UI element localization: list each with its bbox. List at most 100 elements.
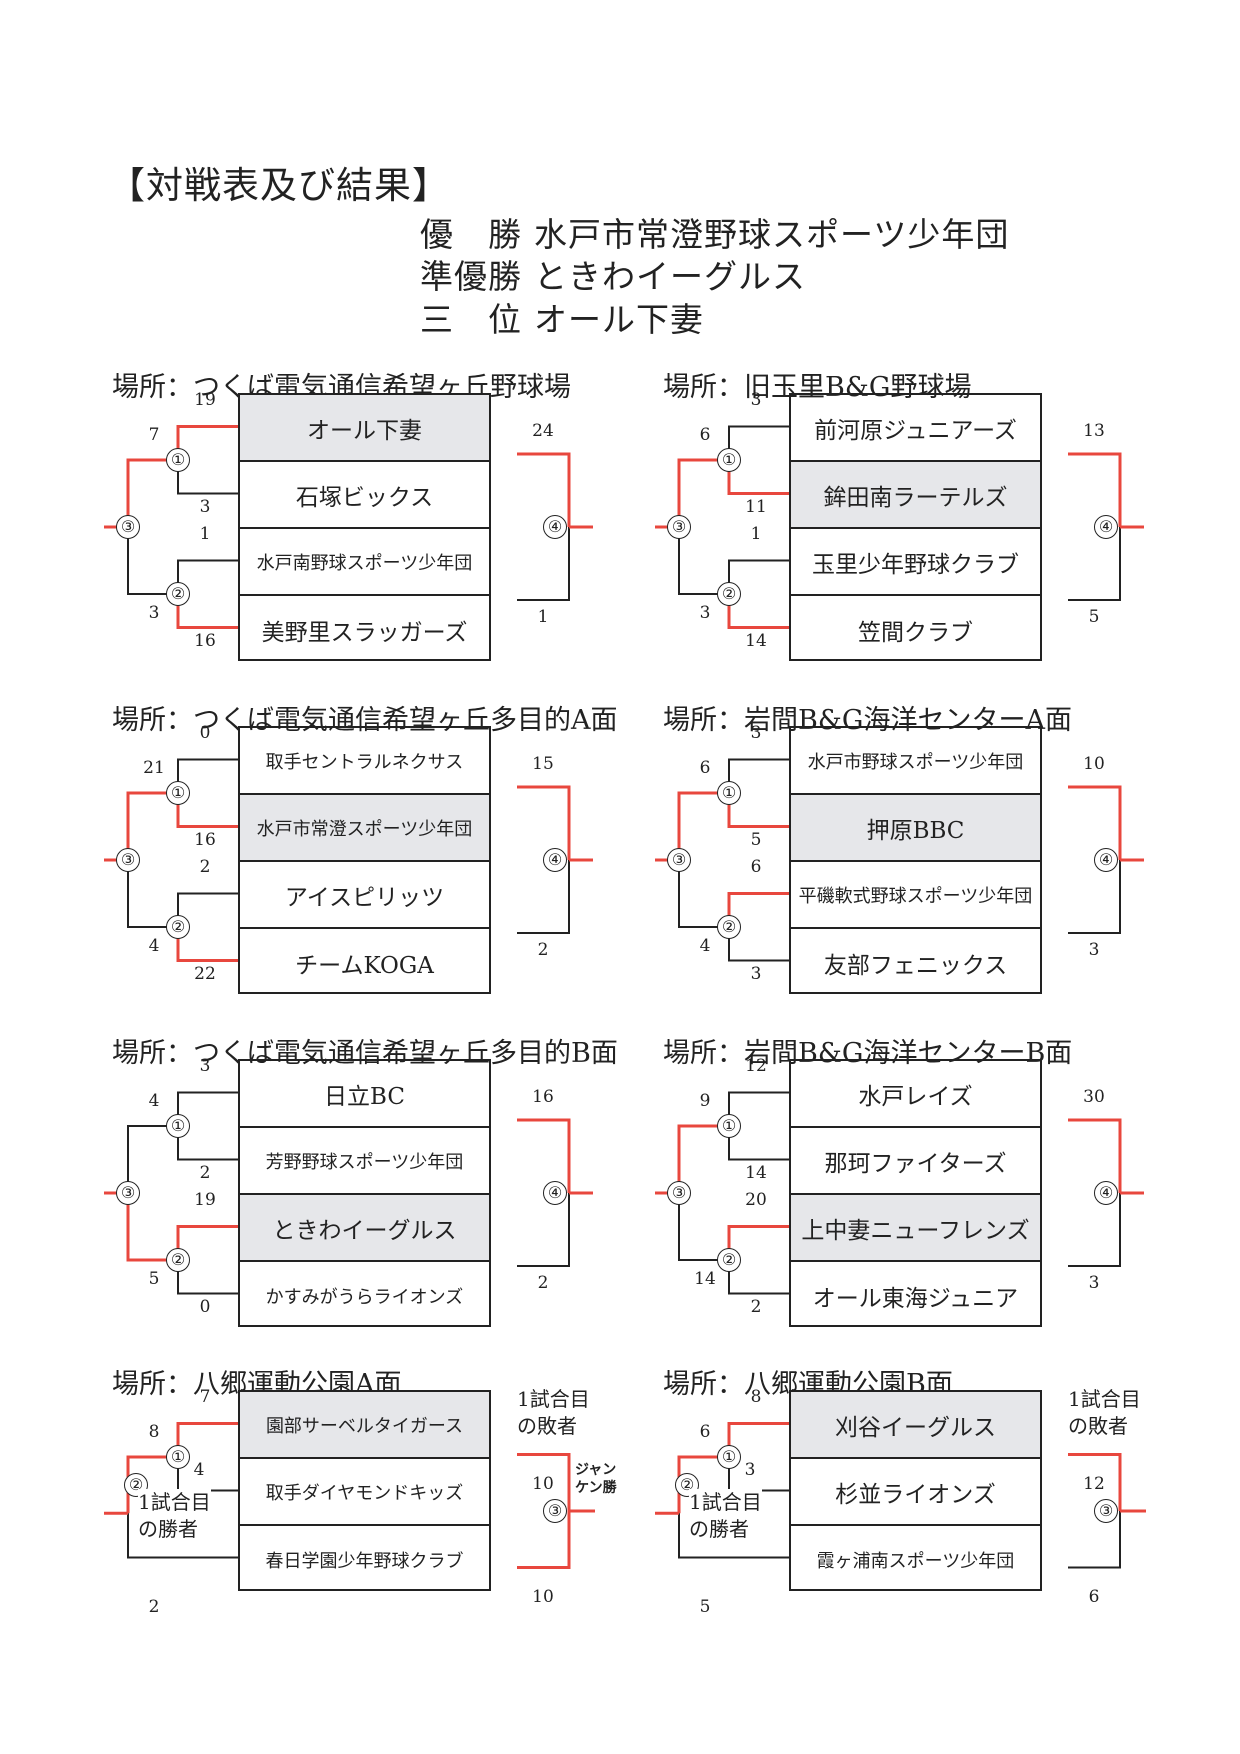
match2-number: ②	[166, 915, 190, 939]
score-label: 1	[537, 607, 549, 627]
score-label: 4	[699, 936, 711, 956]
result-third: 三 位オール下妻	[420, 293, 704, 341]
team-name: 鉾田南ラーテルズ	[791, 462, 1040, 529]
score-label: 5	[148, 1269, 160, 1289]
score-label: 21	[143, 758, 165, 778]
result-label: 三 位	[420, 300, 522, 339]
score-label: 24	[532, 421, 554, 441]
match2-number: ②	[717, 582, 741, 606]
loser-note: 1試合目 の敗者	[517, 1387, 590, 1438]
score-label: 4	[148, 936, 160, 956]
team-name: 刈谷イーグルス	[791, 1392, 1040, 1459]
team-name: 平磯軟式野球スポーツ少年団	[791, 862, 1040, 929]
score-label: 19	[194, 389, 216, 410]
match2-number: ②	[166, 1248, 190, 1272]
team-name: 那珂ファイターズ	[791, 1128, 1040, 1195]
team-name: 日立BC	[240, 1061, 489, 1128]
score-label: 3	[750, 389, 762, 410]
match1-number: ①	[717, 1114, 741, 1138]
venue-label: 場所：岩間B&G海洋センターA面	[663, 705, 1072, 736]
score-label: 5	[1088, 607, 1100, 627]
match1-number: ①	[717, 448, 741, 472]
score-label: 6	[750, 856, 762, 877]
score-label: 20	[745, 1189, 767, 1210]
match4-bottom-line	[1068, 1193, 1121, 1267]
score-label: 10	[532, 1473, 554, 1494]
match4-number: ④	[1094, 515, 1118, 539]
score-label: 14	[745, 630, 767, 651]
score-label: 5	[699, 1596, 711, 1617]
document-title: 【対戦表及び結果】	[108, 164, 450, 207]
score-label: 13	[1083, 421, 1105, 441]
team-list: 取手セントラルネクサス水戸市常澄スポーツ少年団アイスピリッツチームKOGA	[238, 726, 491, 994]
team-name: 取手ダイヤモンドキッズ	[240, 1459, 489, 1526]
janken-note: ジャン ケン勝	[575, 1461, 617, 1496]
match4-bottom-line	[517, 1193, 570, 1267]
score-label: 14	[694, 1269, 716, 1289]
match2-number: ②	[717, 915, 741, 939]
score-label: 10	[1083, 754, 1105, 774]
venue-label: 場所：つくば電気通信希望ヶ丘多目的B面	[112, 1038, 618, 1069]
score-label: 10	[532, 1586, 554, 1607]
score-label: 3	[750, 722, 762, 743]
team-name: 押原BBC	[791, 795, 1040, 862]
score-label: 22	[194, 963, 216, 984]
score-label: 6	[699, 758, 711, 778]
match4-number: ④	[1094, 1181, 1118, 1205]
score-label: 15	[532, 754, 554, 774]
score-label: 3	[750, 963, 762, 984]
team-name: 前河原ジュニアーズ	[791, 395, 1040, 462]
match1-number: ①	[166, 781, 190, 805]
team-name: 水戸市常澄スポーツ少年団	[240, 795, 489, 862]
venue-label: 場所：つくば電気通信希望ヶ丘多目的A面	[112, 705, 618, 736]
team-name: 水戸市野球スポーツ少年団	[791, 728, 1040, 795]
match2-number: ②	[717, 1248, 741, 1272]
result-label: 準優勝	[420, 257, 522, 296]
score-label: 0	[199, 722, 211, 743]
team-name: 笠間クラブ	[858, 619, 973, 646]
team-name: 水戸レイズ	[791, 1061, 1040, 1128]
score-label: 0	[199, 1296, 211, 1317]
score-label: 3	[199, 496, 211, 517]
team-list: オール下妻石塚ビックス水戸南野球スポーツ少年団美野里スラッガーズ	[238, 393, 491, 661]
match2-number: ②	[124, 1472, 148, 1497]
team-name: 石塚ビックス	[240, 462, 489, 529]
result-team: ときわイーグルス	[534, 257, 806, 296]
match1-number: ①	[166, 1445, 190, 1469]
score-label: 1	[199, 523, 211, 544]
score-label: 6	[1088, 1586, 1100, 1607]
team-name: 霞ヶ浦南スポーツ少年団	[816, 1550, 1015, 1572]
team-name: 美野里スラッガーズ	[261, 619, 468, 646]
score-label: 7	[148, 425, 160, 445]
team-list: 前河原ジュニアーズ鉾田南ラーテルズ玉里少年野球クラブ笠間クラブ	[789, 393, 1042, 661]
team-list: 刈谷イーグルス杉並ライオンズ霞ヶ浦南スポーツ少年団	[789, 1390, 1042, 1591]
match3-number: ③	[116, 515, 140, 539]
match1-number: ①	[166, 448, 190, 472]
score-label: 16	[532, 1087, 554, 1107]
score-label: 2	[537, 940, 549, 960]
result-team: 水戸市常澄野球スポーツ少年団	[534, 215, 1010, 254]
winner-note: 1試合目 の勝者	[138, 1488, 211, 1543]
team-name: 取手セントラルネクサス	[240, 728, 489, 795]
winner-note: 1試合目 の勝者	[689, 1488, 762, 1543]
score-label: 11	[745, 496, 767, 517]
team-name: 園部サーベルタイガース	[240, 1392, 489, 1459]
match4-bottom-line	[517, 527, 570, 601]
team-name: 水戸南野球スポーツ少年団	[240, 529, 489, 596]
score-label: 16	[194, 630, 216, 651]
score-label: 16	[194, 829, 216, 850]
match2-number: ②	[675, 1472, 699, 1497]
venue-label: 場所：岩間B&G海洋センターB面	[663, 1038, 1073, 1069]
match3-number: ③	[543, 1499, 567, 1523]
result-label: 優 勝	[420, 215, 522, 254]
score-label: 2	[537, 1273, 549, 1293]
score-label: 12	[745, 1055, 767, 1076]
team-list: 園部サーベルタイガース取手ダイヤモンドキッズ春日学園少年野球クラブ	[238, 1390, 491, 1591]
score-label: 6	[699, 425, 711, 445]
match1-number: ①	[166, 1114, 190, 1138]
match3-number: ③	[667, 1181, 691, 1205]
score-label: 1	[750, 523, 762, 544]
score-label: 3	[744, 1459, 756, 1480]
team-name: オール下妻	[240, 395, 489, 462]
